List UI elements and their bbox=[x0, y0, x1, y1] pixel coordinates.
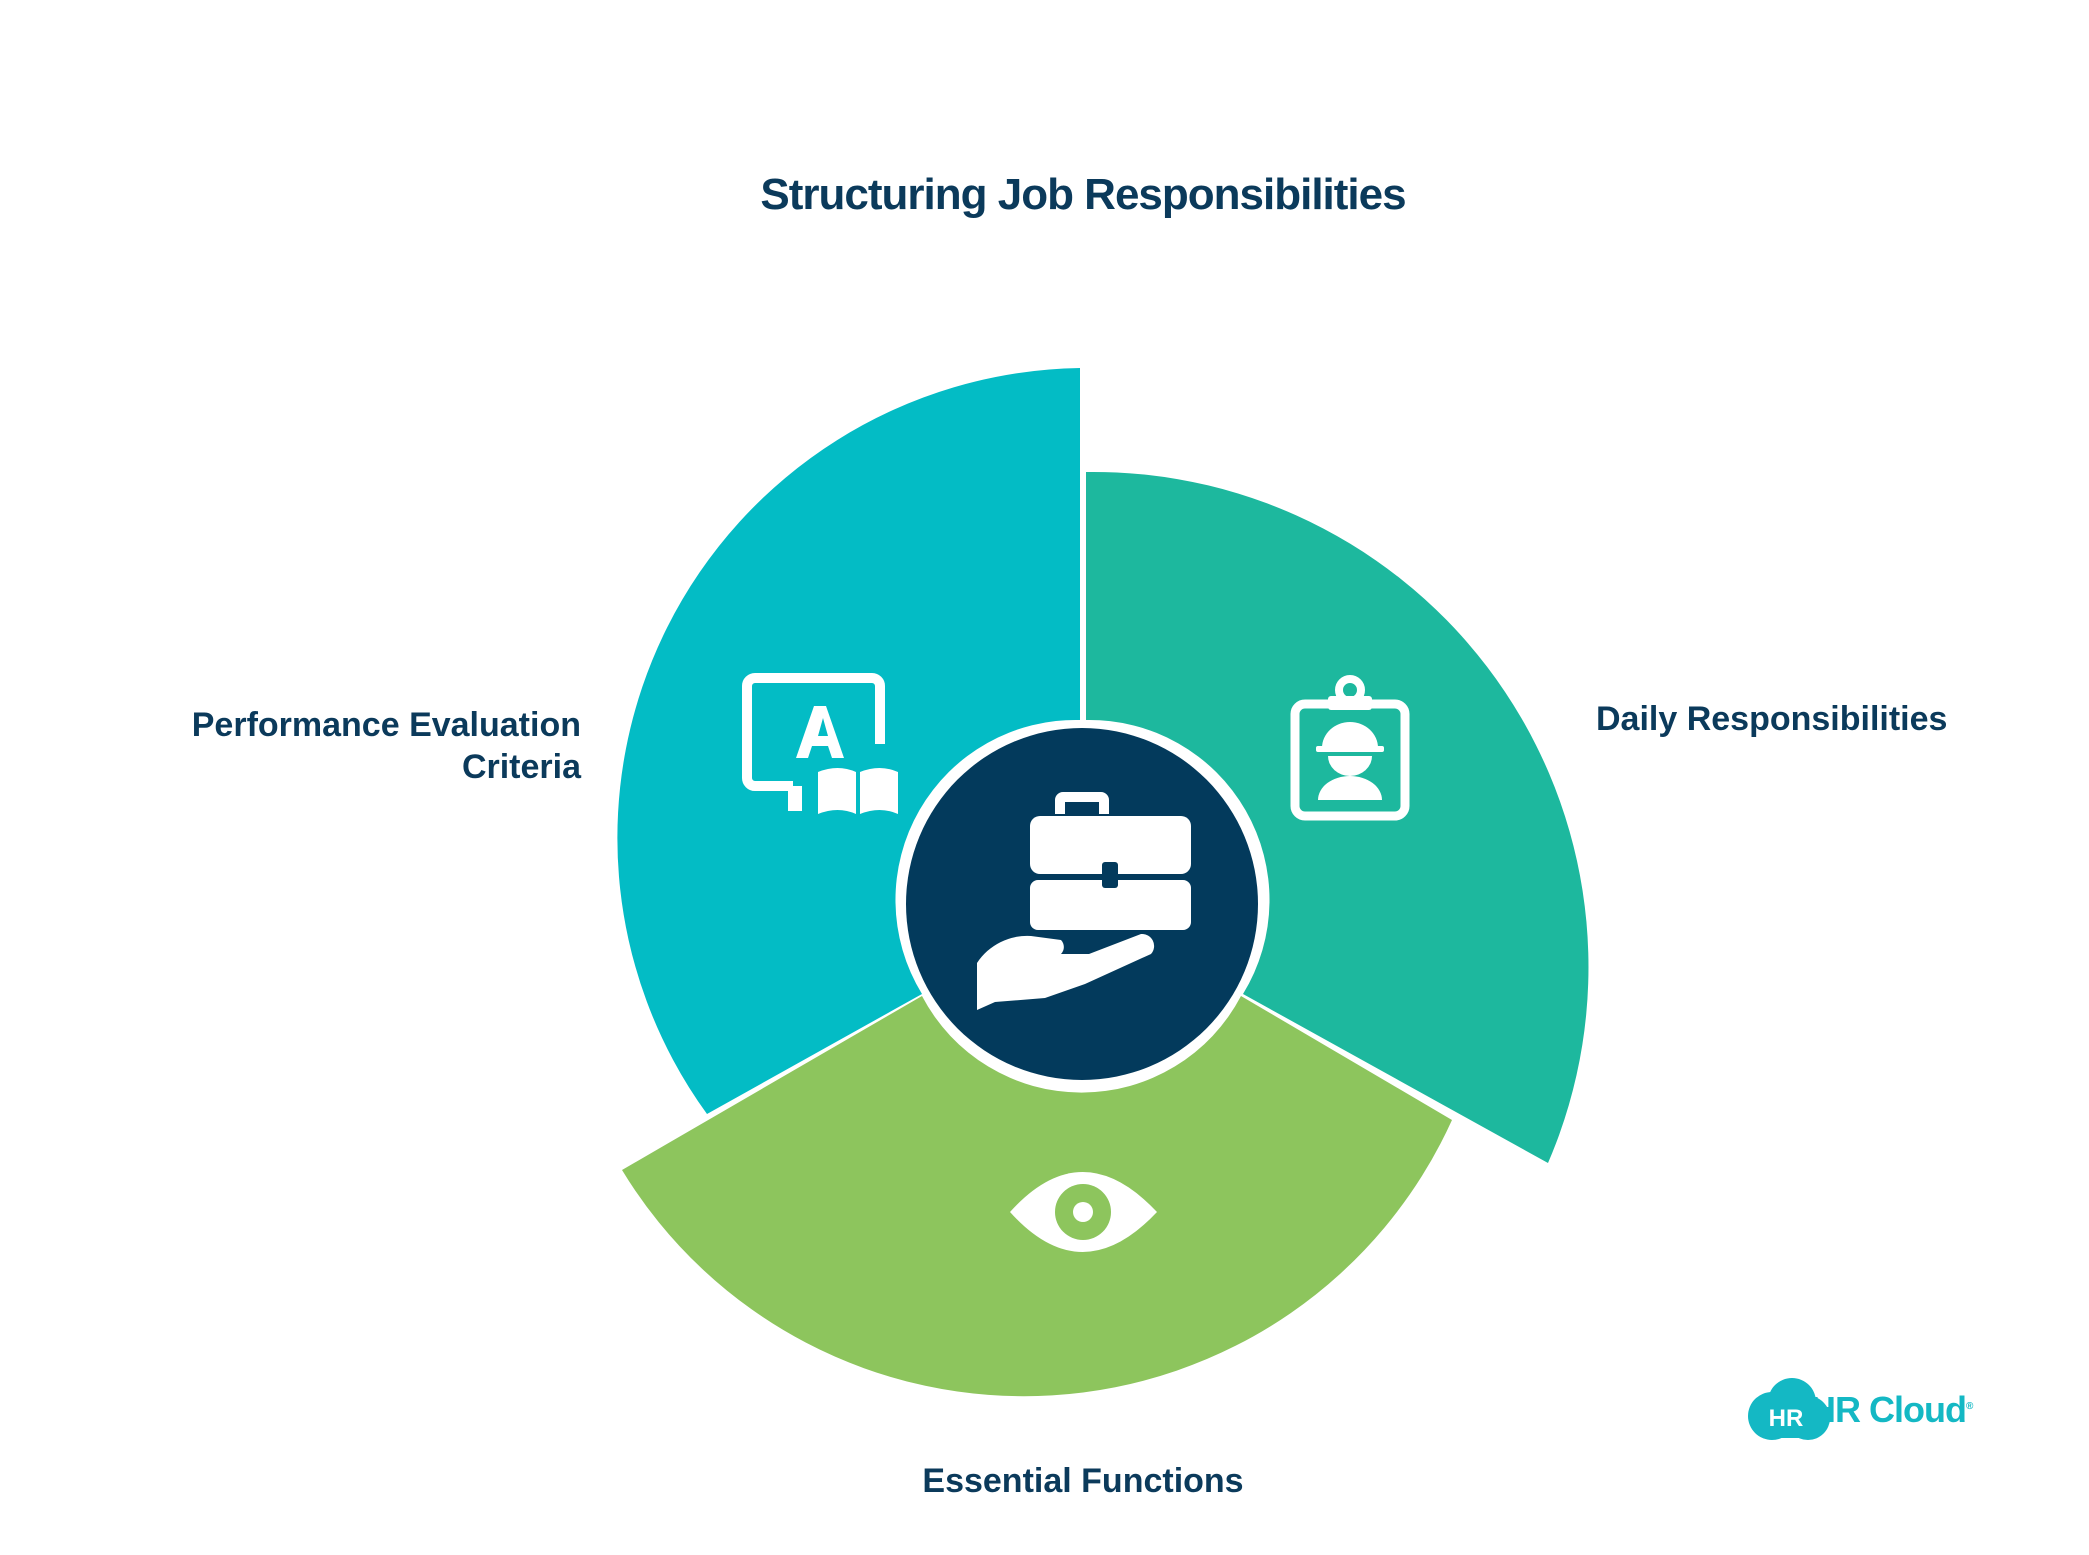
label-performance-evaluation-line1: Performance Evaluation bbox=[191, 706, 581, 744]
brand-name-text: HR Cloud bbox=[1810, 1389, 1967, 1430]
monitor-book-icon bbox=[742, 673, 898, 814]
logo-mark-text: HR bbox=[1769, 1405, 1804, 1432]
brand-name: HR Cloud® bbox=[1810, 1389, 1973, 1431]
label-performance-evaluation: Performance Evaluation Criteria bbox=[81, 704, 581, 788]
briefcase-hand-icon bbox=[977, 792, 1191, 1010]
worker-badge-icon bbox=[1290, 675, 1410, 821]
brand-registered-mark: ® bbox=[1965, 1401, 1973, 1412]
label-performance-evaluation-line2: Criteria bbox=[461, 748, 581, 786]
eye-icon bbox=[1010, 1172, 1157, 1252]
hr-cloud-logo-icon bbox=[1748, 1378, 1830, 1440]
diagram-title: Structuring Job Responsibilities bbox=[760, 170, 1406, 219]
segment-performance-evaluation bbox=[617, 368, 1080, 1114]
label-daily-responsibilities: Daily Responsibilities bbox=[1596, 700, 1948, 738]
label-essential-functions: Essential Functions bbox=[922, 1462, 1244, 1500]
